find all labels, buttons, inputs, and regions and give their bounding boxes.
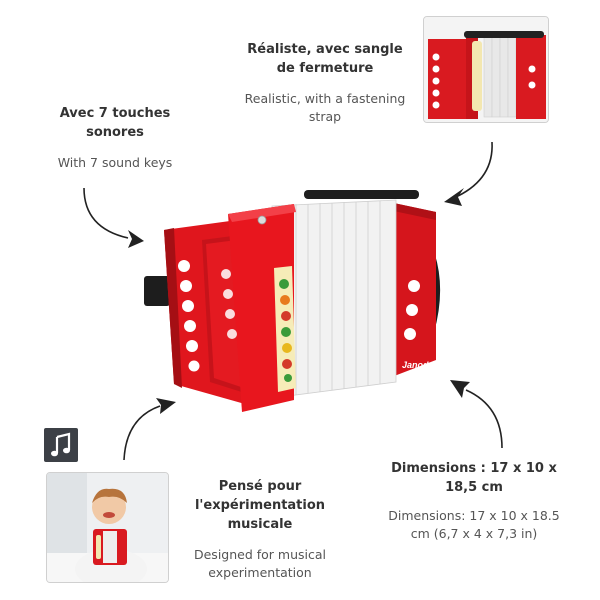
brand-logo: Janod (402, 360, 429, 370)
curved-arrow-icon-keys (83, 187, 144, 248)
curved-arrow-icon-music (123, 398, 176, 461)
feature-music-subtitle: Designed for musical experimentation (193, 547, 326, 580)
feature-dimensions-subtitle: Dimensions: 17 x 10 x 18.5 cm (6,7 x 4 x… (388, 508, 560, 541)
feature-keys-subtitle: With 7 sound keys (57, 155, 173, 170)
accordion-image: Janod (144, 190, 441, 412)
feature-dimensions: Dimensions : 17 x 10 x 18,5 cm Dimension… (378, 459, 570, 543)
music-note-badge (44, 428, 78, 462)
feature-strap-title: Réaliste, avec sangle de fermeture (247, 42, 403, 76)
music-note-icon (51, 432, 71, 457)
feature-strap-subtitle: Realistic, with a fastening strap (244, 91, 406, 124)
feature-keys-title: Avec 7 touches sonores (59, 106, 171, 140)
child-playing-image (46, 472, 169, 583)
feature-strap: Réaliste, avec sangle de fermeture Reali… (240, 40, 410, 126)
feature-keys: Avec 7 touches sonores With 7 sound keys (40, 104, 190, 172)
feature-dimensions-title: Dimensions : 17 x 10 x 18,5 cm (391, 461, 557, 495)
strap-closeup-image (423, 16, 549, 123)
curved-arrow-icon-dimensions (450, 380, 503, 449)
curved-arrow-icon-strap (444, 141, 493, 206)
feature-music: Pensé pour l'expérimentation musicale De… (180, 477, 340, 582)
feature-music-title: Pensé pour l'expérimentation musicale (194, 479, 326, 532)
